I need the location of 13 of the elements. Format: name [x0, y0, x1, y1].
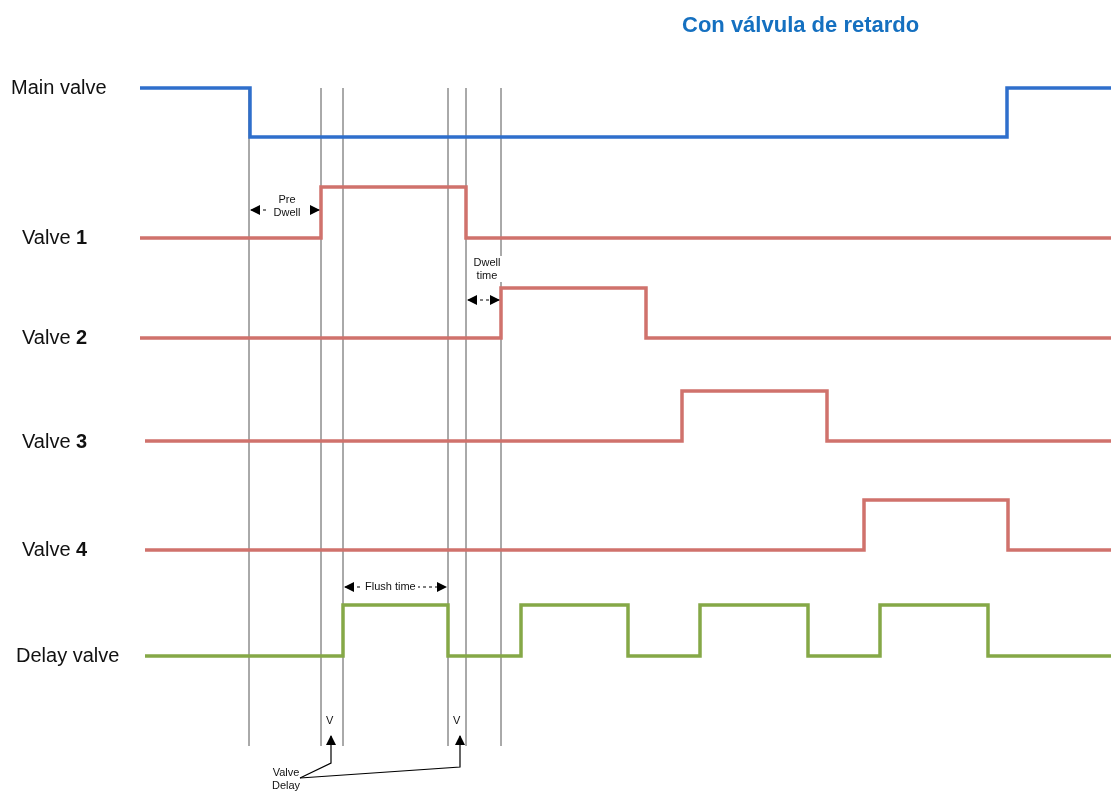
signal-label: Valve 4 — [22, 538, 88, 561]
signal-label: Valve 3 — [22, 430, 88, 453]
signal-label: Valve 2 — [22, 326, 88, 349]
leader-line — [299, 735, 465, 779]
marker-label: V — [453, 714, 461, 728]
signal-label: Valve 1 — [22, 226, 88, 249]
callout-label: Valve Delay — [268, 766, 304, 793]
title: Con válvula de retardo — [682, 12, 920, 38]
dimension-label: Flush time — [363, 580, 418, 592]
marker-label: V — [326, 714, 334, 728]
leader-line — [299, 735, 336, 779]
signal-label: Main valve — [11, 76, 107, 99]
signal-label: Delay valve — [16, 644, 120, 667]
